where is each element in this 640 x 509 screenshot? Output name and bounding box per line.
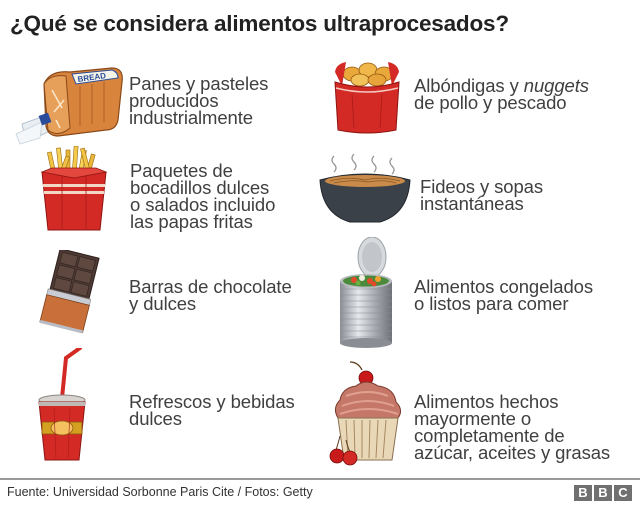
nuggets-box-icon bbox=[332, 58, 402, 134]
noodle-bowl-icon bbox=[318, 154, 412, 226]
item-snacks-text: Paquetes de bocadillos dulces o salados … bbox=[130, 160, 276, 232]
svg-text:BREAD: BREAD bbox=[77, 71, 107, 84]
item-chocolate-text: Barras de chocolate y dulces bbox=[129, 276, 292, 314]
bread-loaf-icon: BREAD bbox=[14, 64, 126, 146]
bbc-logo: B B C bbox=[574, 485, 632, 501]
bbc-logo-letter: B bbox=[594, 485, 612, 501]
french-fries-icon bbox=[38, 146, 110, 234]
footer-divider bbox=[0, 478, 640, 480]
item-cupcake-text: Alimentos hechos mayormente o completame… bbox=[414, 391, 611, 463]
bbc-logo-letter: B bbox=[574, 485, 592, 501]
cupcake-icon bbox=[328, 360, 410, 466]
bbc-logo-letter: C bbox=[614, 485, 632, 501]
item-nuggets-text: Albóndigas y nuggets de pollo y pescado bbox=[414, 75, 589, 113]
soda-cup-icon bbox=[36, 348, 88, 464]
tin-can-icon bbox=[336, 237, 396, 349]
chocolate-bar-icon bbox=[34, 250, 104, 334]
footer-source: Fuente: Universidad Sorbonne Paris Cite … bbox=[7, 485, 313, 499]
item-canned-text: Alimentos congelados o listos para comer bbox=[414, 276, 593, 314]
item-noodles-text: Fideos y sopas instantáneas bbox=[420, 176, 544, 214]
item-soda-text: Refrescos y bebidas dulces bbox=[129, 391, 295, 429]
item-bread-text: Panes y pasteles producidos industrialme… bbox=[129, 73, 269, 128]
page-title: ¿Qué se considera alimentos ultraprocesa… bbox=[10, 11, 509, 36]
